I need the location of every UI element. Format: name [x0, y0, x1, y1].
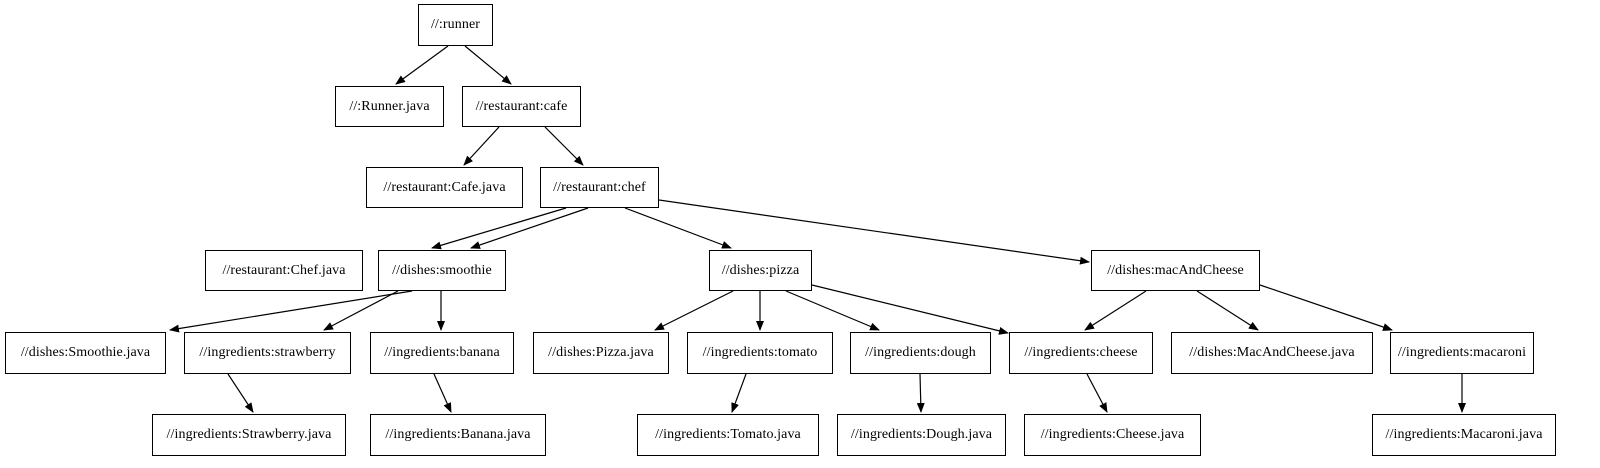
graph-edge-chef-to-chef_java [431, 207, 567, 250]
graph-edge-macandcheese-to-macandcheese_java [1196, 290, 1259, 331]
graph-node-macandcheese_java[interactable]: //dishes:MacAndCheese.java [1171, 332, 1373, 374]
graph-edge-macandcheese-to-cheese [1084, 290, 1147, 331]
graph-node-banana_java[interactable]: //ingredients:Banana.java [370, 414, 546, 456]
graph-node-label-cafe_java: //restaurant:Cafe.java [383, 179, 506, 195]
graph-edge-pizza-to-cheese [811, 284, 1009, 335]
graph-node-label-cafe: //restaurant:cafe [475, 98, 568, 114]
graph-node-label-dough_java: //ingredients:Dough.java [850, 427, 993, 442]
graph-edge-dough-to-dough_java [916, 373, 925, 413]
graph-edge-runner-to-runner_java [395, 45, 449, 85]
graph-edge-tomato-to-tomato_java [731, 373, 747, 413]
graph-node-macandcheese[interactable]: //dishes:macAndCheese [1091, 250, 1260, 291]
graph-node-label-macandcheese_java: //dishes:MacAndCheese.java [1189, 345, 1355, 360]
graph-edge-chef-to-pizza [624, 207, 732, 249]
graph-edge-chef-to-smoothie [470, 207, 589, 249]
graph-node-tomato_java[interactable]: //ingredients:Tomato.java [637, 414, 819, 456]
graph-node-dough[interactable]: //ingredients:dough [850, 332, 991, 374]
graph-edge-banana-to-banana_java [433, 373, 452, 413]
graph-node-pizza_java[interactable]: //dishes:Pizza.java [533, 332, 669, 374]
graph-edge-smoothie-to-strawberry [323, 290, 399, 331]
graph-node-label-banana: //ingredients:banana [384, 345, 500, 360]
graph-node-macaroni_java[interactable]: //ingredients:Macaroni.java [1372, 414, 1556, 456]
graph-edge-macandcheese-to-macaroni [1259, 284, 1393, 331]
graph-edge-pizza-to-pizza_java [654, 290, 734, 331]
graph-node-chef_java[interactable]: //restaurant:Chef.java [205, 250, 363, 291]
graph-node-pizza[interactable]: //dishes:pizza [709, 250, 812, 291]
graph-node-label-smoothie: //dishes:smoothie [392, 262, 492, 278]
graph-node-label-cheese: //ingredients:cheese [1024, 345, 1138, 360]
graph-edge-strawberry-to-strawberry_java [227, 373, 254, 413]
graph-node-macaroni[interactable]: //ingredients:macaroni [1390, 332, 1534, 374]
graph-node-runner_java[interactable]: //:Runner.java [335, 86, 444, 127]
graph-node-smoothie[interactable]: //dishes:smoothie [378, 250, 506, 291]
graph-node-label-pizza_java: //dishes:Pizza.java [548, 345, 654, 360]
graph-node-smoothie_java[interactable]: //dishes:Smoothie.java [5, 332, 166, 374]
graph-edge-smoothie-to-smoothie_java [169, 290, 413, 333]
graph-node-label-runner: //:runner [430, 17, 481, 32]
graph-node-banana[interactable]: //ingredients:banana [370, 332, 514, 374]
graph-edge-cheese-to-cheese_java [1086, 373, 1108, 413]
graph-node-cheese_java[interactable]: //ingredients:Cheese.java [1024, 414, 1201, 456]
graph-node-label-cheese_java: //ingredients:Cheese.java [1040, 427, 1185, 442]
graph-edge-cafe-to-cafe_java [463, 126, 500, 166]
graph-node-strawberry_java[interactable]: //ingredients:Strawberry.java [152, 414, 346, 456]
graph-node-dough_java[interactable]: //ingredients:Dough.java [837, 414, 1006, 456]
graph-node-label-tomato_java: //ingredients:Tomato.java [655, 427, 801, 442]
graph-node-label-strawberry: //ingredients:strawberry [199, 345, 336, 360]
graph-node-cafe_java[interactable]: //restaurant:Cafe.java [366, 167, 523, 208]
graph-edge-pizza-to-dough [785, 290, 880, 331]
graph-node-label-macandcheese: //dishes:macAndCheese [1107, 262, 1244, 278]
graph-node-label-pizza: //dishes:pizza [721, 262, 800, 278]
graph-node-label-banana_java: //ingredients:Banana.java [385, 427, 531, 442]
graph-node-label-smoothie_java: //dishes:Smoothie.java [20, 345, 151, 360]
graph-node-label-runner_java: //:Runner.java [349, 98, 430, 114]
graph-node-label-chef: //restaurant:chef [553, 179, 646, 195]
graph-node-strawberry[interactable]: //ingredients:strawberry [184, 332, 351, 374]
graph-node-label-macaroni_java: //ingredients:Macaroni.java [1385, 427, 1543, 442]
graph-node-label-tomato: //ingredients:tomato [702, 345, 818, 360]
graph-node-cafe[interactable]: //restaurant:cafe [462, 86, 581, 127]
graph-node-label-dough: //ingredients:dough [865, 345, 976, 360]
graph-edge-runner-to-cafe [464, 45, 512, 85]
graph-node-label-chef_java: //restaurant:Chef.java [222, 262, 346, 278]
graph-node-chef[interactable]: //restaurant:chef [540, 167, 659, 208]
graph-node-label-strawberry_java: //ingredients:Strawberry.java [166, 427, 332, 442]
graph-node-runner[interactable]: //:runner [418, 4, 493, 46]
graph-node-label-macaroni: //ingredients:macaroni [1397, 345, 1527, 360]
graph-edge-cafe-to-chef [544, 126, 584, 166]
graph-node-cheese[interactable]: //ingredients:cheese [1009, 332, 1153, 374]
graph-node-tomato[interactable]: //ingredients:tomato [687, 332, 833, 374]
